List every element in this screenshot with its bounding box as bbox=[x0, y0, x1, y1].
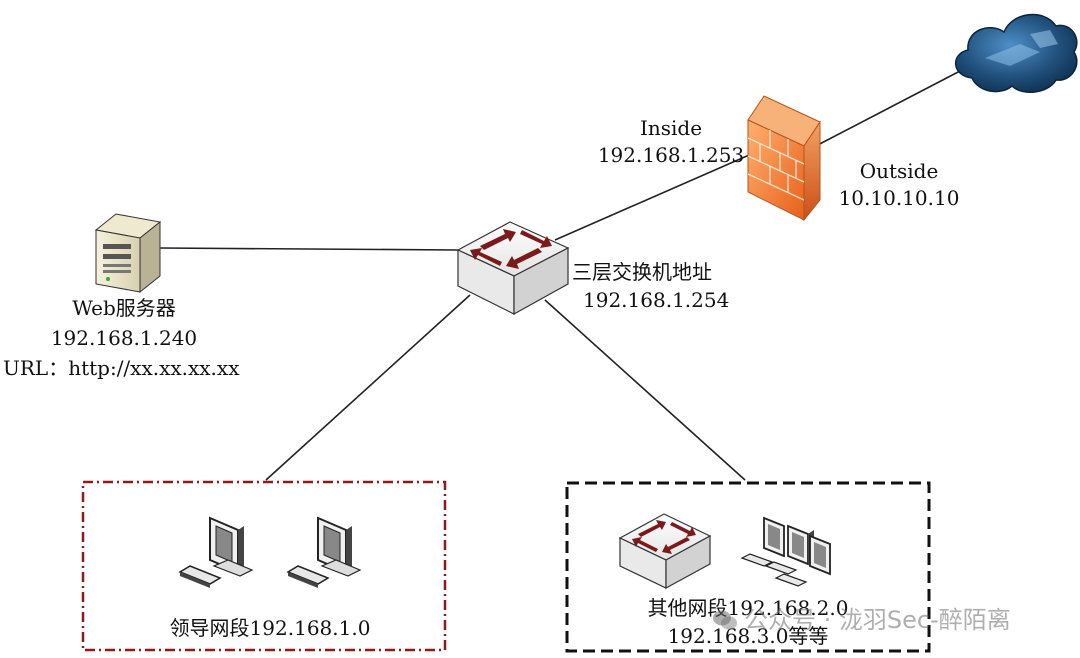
access-switch-icon bbox=[618, 513, 712, 590]
firewall-inside-ip: 192.168.1.253 bbox=[597, 143, 745, 167]
link-switch-firewall bbox=[554, 151, 757, 241]
core-switch-icon bbox=[456, 221, 570, 316]
pc-group-icon bbox=[740, 516, 831, 587]
firewall-outside-ip: 10.10.10.10 bbox=[838, 186, 960, 210]
firewall-icon bbox=[747, 95, 821, 222]
link-switch-leader bbox=[265, 294, 471, 481]
link-firewall-cloud bbox=[811, 69, 963, 149]
internet-cloud-icon bbox=[955, 13, 1078, 93]
link-switch-other bbox=[544, 299, 746, 481]
leader-pc-2-icon bbox=[286, 516, 362, 588]
web-server-label: Web服务器 bbox=[72, 296, 176, 320]
other-segment-box bbox=[565, 481, 931, 653]
firewall-inside-label: Inside bbox=[639, 116, 703, 140]
other-segment-label-line1: 其他网段192.168.2.0 bbox=[647, 596, 849, 620]
leader-segment-box bbox=[81, 480, 447, 652]
other-segment-label-line2: 192.168.3.0等等 bbox=[667, 624, 829, 648]
leader-pc-1-icon bbox=[178, 516, 254, 588]
wechat-icon bbox=[713, 610, 737, 630]
core-switch-label: 三层交换机地址 bbox=[572, 260, 712, 284]
firewall-outside-label: Outside bbox=[859, 159, 939, 183]
web-server-ip: 192.168.1.240 bbox=[50, 326, 198, 350]
connection-lines bbox=[159, 69, 963, 481]
web-server-icon bbox=[94, 213, 162, 294]
watermark-text: 公众号 · 泷羽Sec-醉陌离 bbox=[744, 606, 1011, 634]
link-server-switch bbox=[159, 247, 459, 251]
watermark: 公众号 · 泷羽Sec-醉陌离 bbox=[712, 600, 1011, 635]
web-server-url: URL：http://xx.xx.xx.xx bbox=[3, 356, 240, 380]
leader-segment-label: 领导网段192.168.1.0 bbox=[169, 616, 371, 640]
core-switch-ip: 192.168.1.254 bbox=[583, 288, 730, 312]
switch-arrows-icon bbox=[470, 229, 552, 269]
